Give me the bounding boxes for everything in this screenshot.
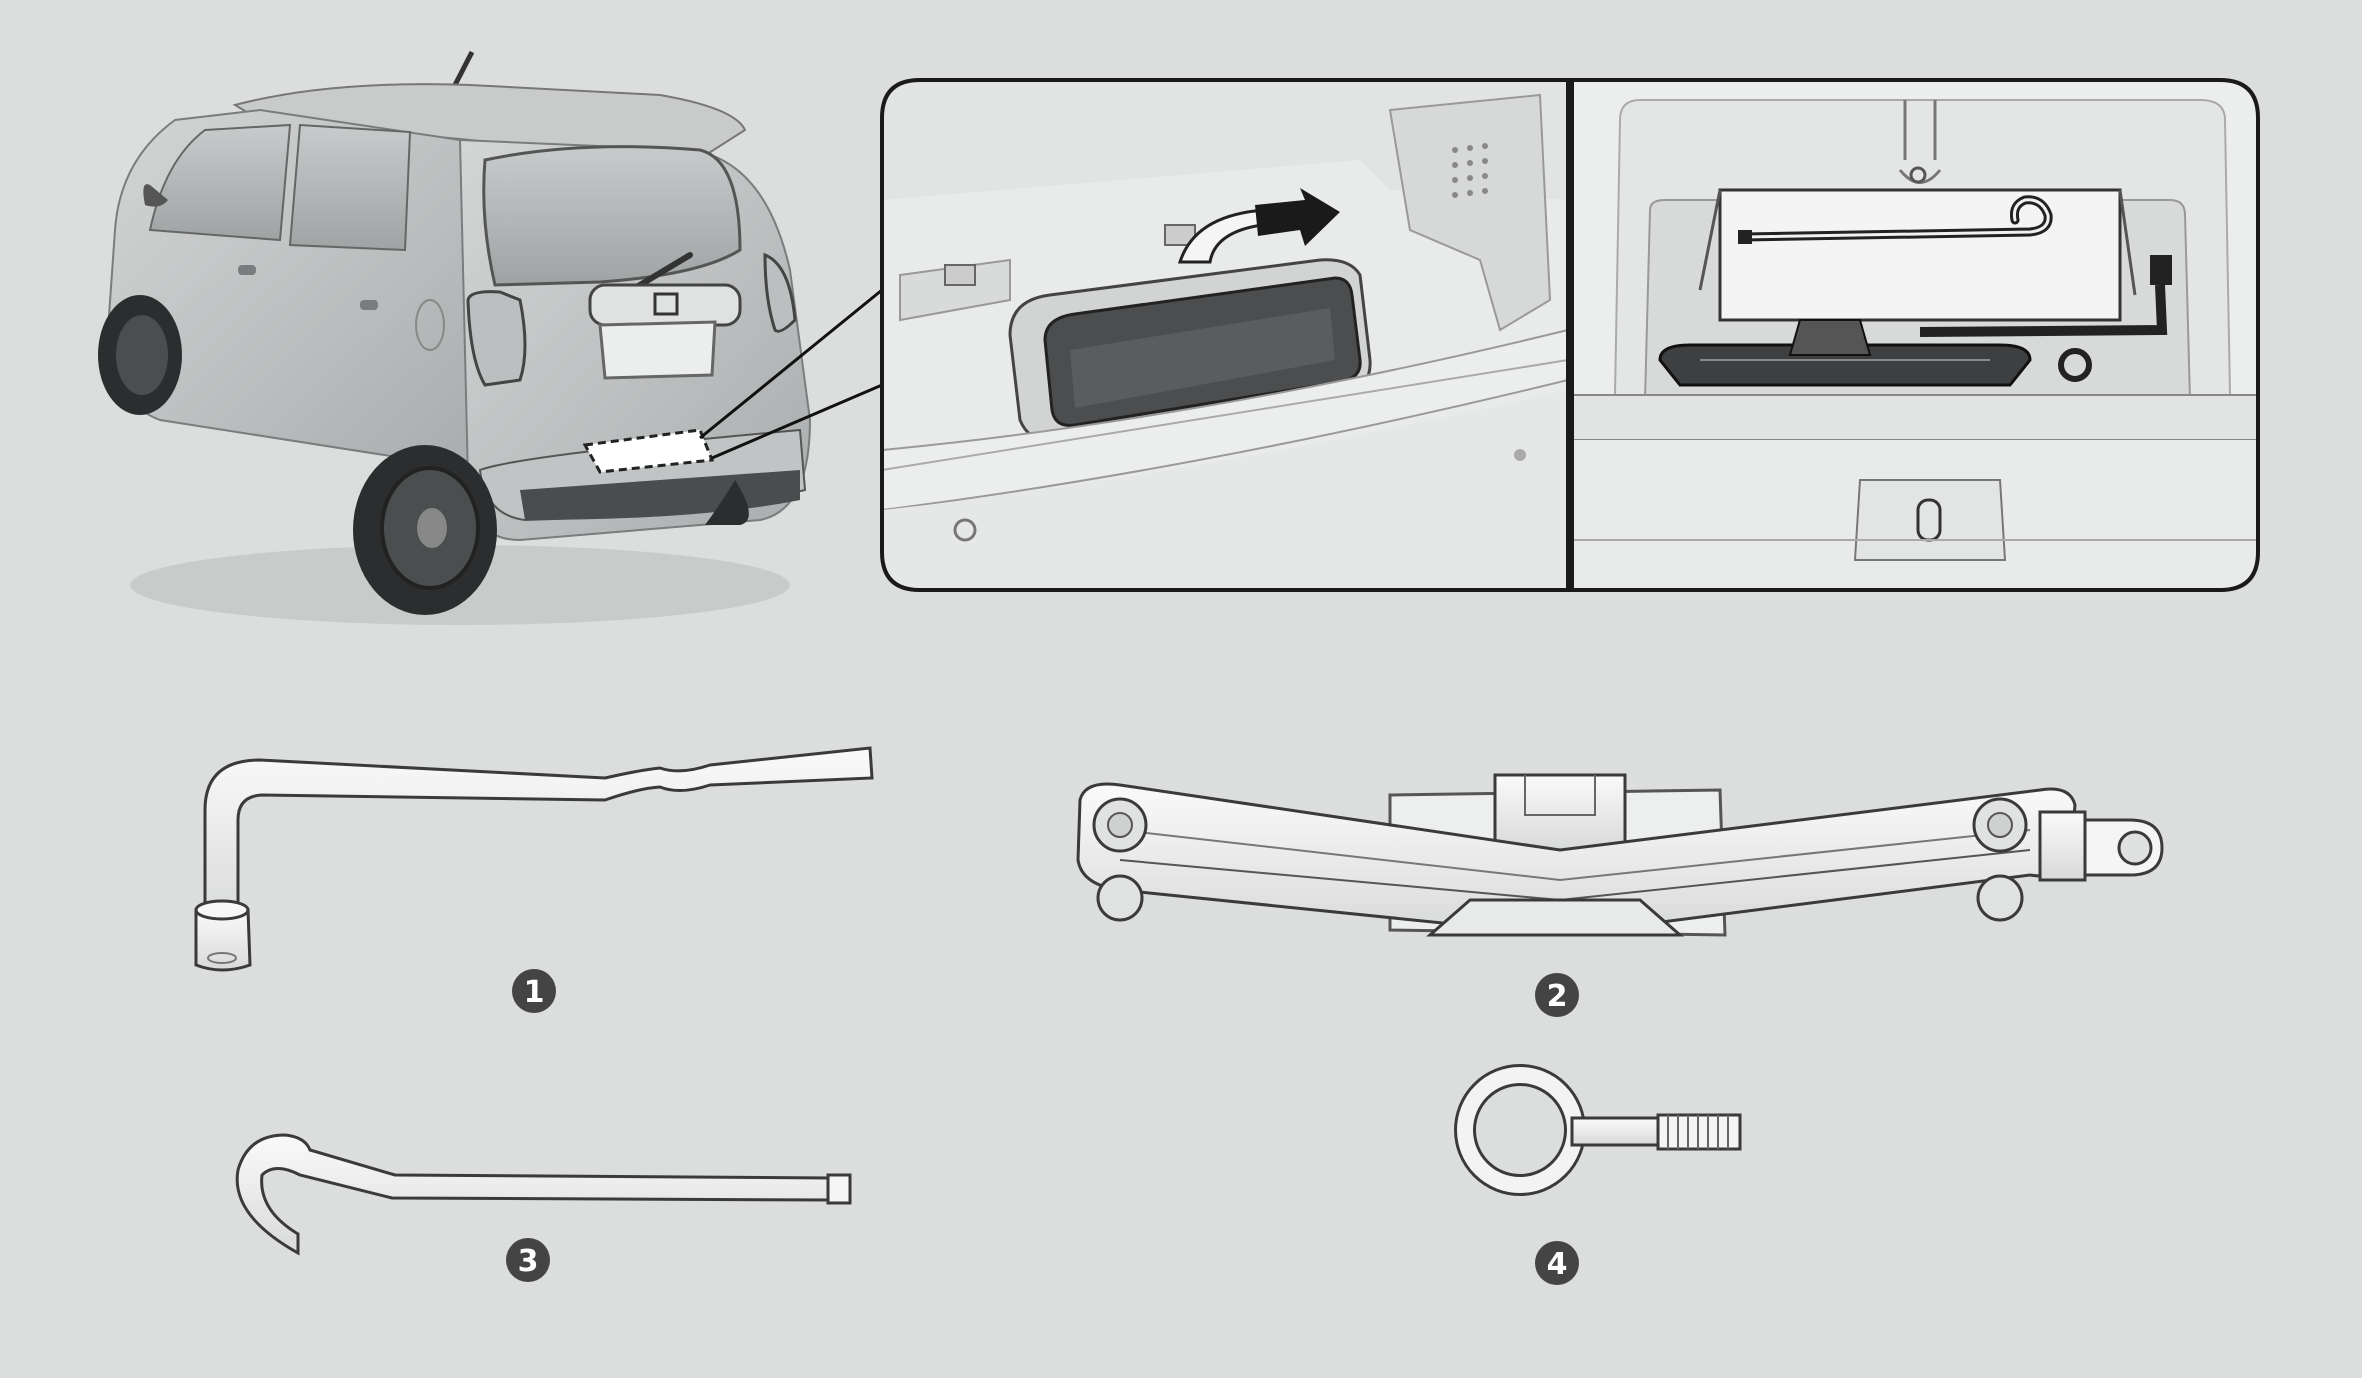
wheel-nut-wrench	[194, 746, 874, 972]
callout-label: 2	[1547, 979, 1568, 1014]
callout-badge-1: 1	[512, 969, 556, 1013]
lift-direction-arrow	[1255, 188, 1340, 246]
car-rear-view-illustration	[98, 50, 812, 625]
jack-handle	[235, 1133, 852, 1256]
callout-badge-2: 2	[1535, 973, 1579, 1017]
callout-label: 4	[1547, 1247, 1568, 1282]
tool-storage-panel	[1570, 78, 2260, 592]
callout-label: 3	[518, 1244, 539, 1279]
callout-badge-4: 4	[1535, 1241, 1579, 1285]
cargo-area-panel	[880, 78, 1570, 592]
scissor-jack	[1076, 773, 2164, 937]
towing-hook	[1454, 1064, 1742, 1196]
rear-wheel	[353, 445, 497, 615]
front-wheel	[98, 295, 182, 415]
callout-badge-3: 3	[506, 1238, 550, 1282]
zoom-callout-lines	[699, 288, 883, 460]
callout-label: 1	[524, 975, 545, 1010]
